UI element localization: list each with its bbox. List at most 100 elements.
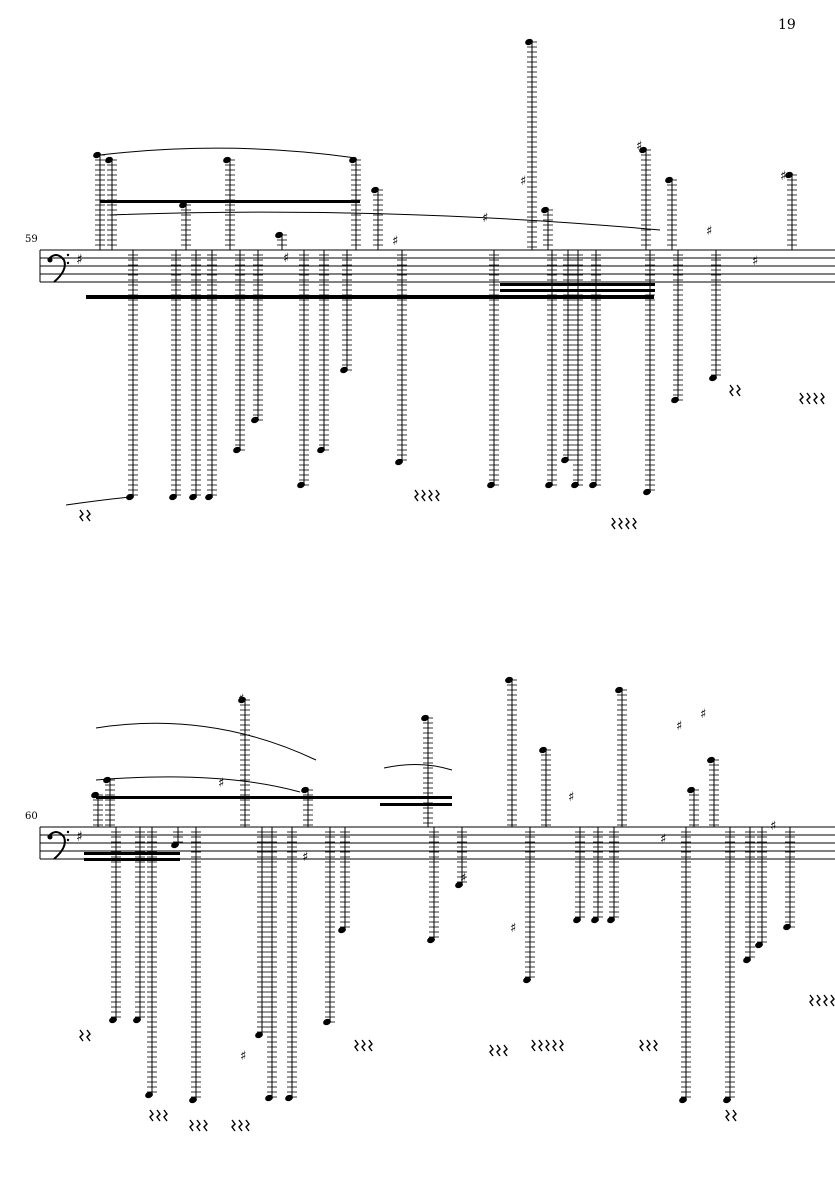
notehead	[105, 156, 113, 164]
rest-icon	[618, 517, 623, 530]
notehead	[395, 458, 403, 466]
slur	[383, 763, 453, 771]
sharp-accidental: ♯	[706, 224, 712, 239]
rest-icon	[86, 509, 91, 522]
notehead	[709, 374, 717, 382]
rest-icon	[435, 489, 440, 502]
bass-clef-icon	[47, 831, 66, 860]
rest-icon	[625, 517, 630, 530]
notehead	[427, 936, 435, 944]
sharp-accidental: ♯	[240, 1049, 246, 1064]
rest-icon	[646, 1039, 651, 1052]
notehead	[233, 446, 241, 454]
notehead	[679, 1096, 687, 1104]
notehead	[251, 416, 259, 424]
notehead	[571, 481, 579, 489]
rest-icon	[736, 384, 741, 397]
sharp-accidental: ♯	[482, 211, 488, 226]
notehead	[505, 676, 513, 684]
rest-icon	[799, 392, 804, 405]
notehead	[275, 231, 283, 239]
sharp-accidental: ♯	[392, 234, 398, 249]
notehead	[317, 446, 325, 454]
notehead	[573, 916, 581, 924]
notehead	[171, 841, 179, 849]
notehead	[665, 176, 673, 184]
slur	[65, 496, 131, 506]
notehead	[323, 1018, 331, 1026]
beam	[84, 858, 180, 861]
sharp-accidental: ♯	[636, 139, 642, 154]
notehead	[169, 493, 177, 501]
rest-icon	[231, 1119, 236, 1132]
beam	[96, 796, 452, 799]
notehead	[607, 916, 615, 924]
sharp-accidental: ♯	[238, 692, 244, 707]
notehead	[285, 1094, 293, 1102]
rest-icon	[489, 1044, 494, 1057]
slur	[95, 776, 301, 793]
rest-icon	[156, 1109, 161, 1122]
notehead	[539, 746, 547, 754]
notehead	[615, 686, 623, 694]
notehead	[421, 714, 429, 722]
beam	[500, 283, 655, 286]
sharp-accidental: ♯	[700, 707, 706, 722]
bass-clef-dot	[66, 253, 70, 257]
notehead	[255, 1031, 263, 1039]
notehead	[643, 488, 651, 496]
notehead	[525, 38, 533, 46]
bass-clef-dot	[47, 834, 53, 840]
rest-icon	[538, 1039, 543, 1052]
notehead	[639, 146, 647, 154]
notehead	[723, 1096, 731, 1104]
notehead	[707, 756, 715, 764]
notehead	[591, 916, 599, 924]
bass-clef-dot	[66, 830, 70, 834]
notehead	[785, 171, 793, 179]
rest-icon	[86, 1029, 91, 1042]
sharp-accidental: ♯	[770, 819, 776, 834]
notehead	[671, 396, 679, 404]
rest-icon	[732, 1109, 737, 1122]
bass-clef-dot	[66, 838, 70, 842]
rest-icon	[203, 1119, 208, 1132]
notehead	[205, 493, 213, 501]
rest-icon	[368, 1039, 373, 1052]
rest-icon	[531, 1039, 536, 1052]
rest-icon	[725, 1109, 730, 1122]
rest-icon	[361, 1039, 366, 1052]
rest-icon	[428, 489, 433, 502]
notehead	[349, 156, 357, 164]
notehead	[545, 481, 553, 489]
rest-icon	[189, 1119, 194, 1132]
rest-icon	[421, 489, 426, 502]
rest-icon	[245, 1119, 250, 1132]
rest-icon	[354, 1039, 359, 1052]
notehead	[301, 786, 309, 794]
key-signature-sharp: ♯	[76, 252, 83, 268]
beam	[86, 295, 654, 299]
notehead	[523, 976, 531, 984]
rest-icon	[820, 392, 825, 405]
rest-icon	[823, 994, 828, 1007]
sharp-accidental: ♯	[520, 174, 526, 189]
rest-icon	[559, 1039, 564, 1052]
notehead	[265, 1094, 273, 1102]
rest-icon	[503, 1044, 508, 1057]
notehead	[340, 366, 348, 374]
sharp-accidental: ♯	[218, 776, 224, 791]
sharp-accidental: ♯	[752, 254, 758, 269]
notehead	[561, 456, 569, 464]
notehead	[487, 481, 495, 489]
notehead	[755, 941, 763, 949]
rest-icon	[238, 1119, 243, 1132]
beam	[84, 852, 180, 855]
notehead	[238, 696, 246, 704]
measure-number-59: 59	[25, 234, 38, 245]
key-signature-sharp: ♯	[76, 829, 83, 845]
sharp-accidental: ♯	[676, 719, 682, 734]
rest-icon	[806, 392, 811, 405]
notehead	[109, 1016, 117, 1024]
